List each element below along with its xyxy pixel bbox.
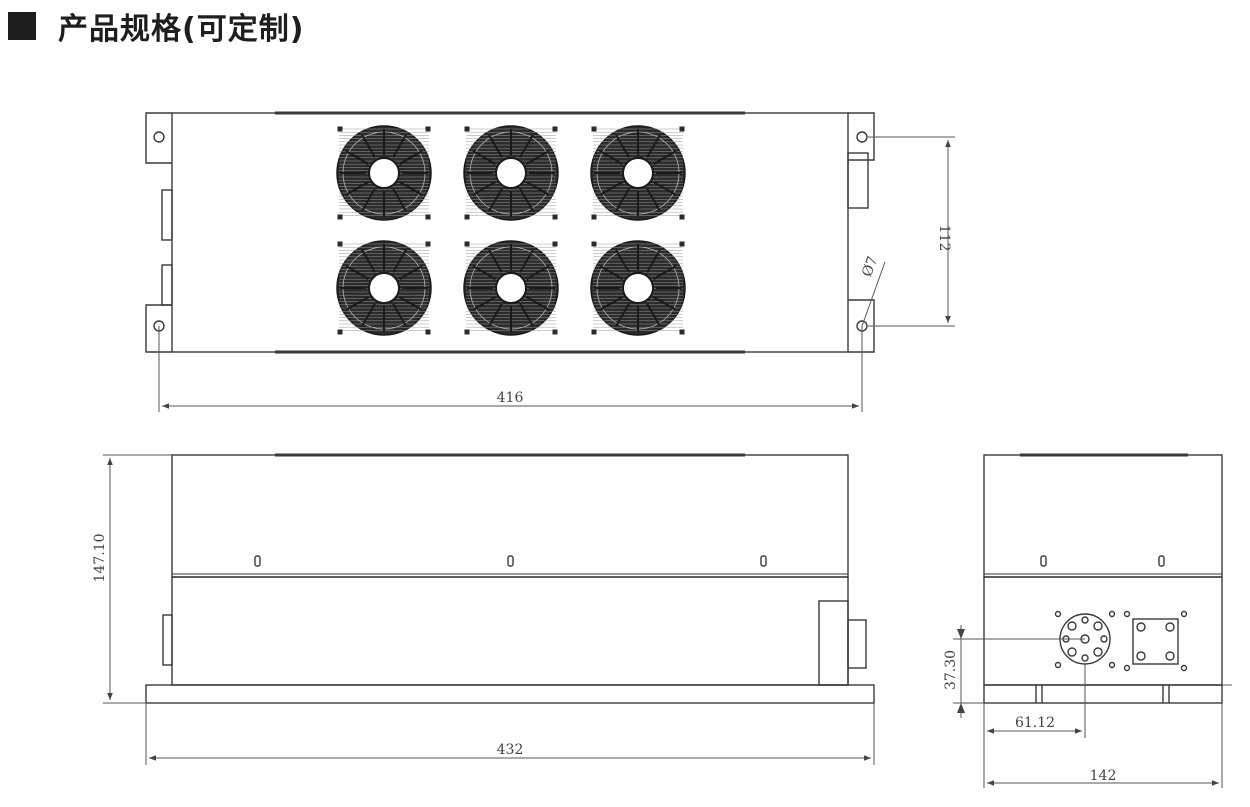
fan-screw-icon — [337, 126, 343, 132]
fan-screw-icon — [425, 329, 431, 335]
fan-screw-icon — [425, 126, 431, 132]
fan-screw-icon — [591, 214, 597, 220]
dim-label-432: 432 — [497, 742, 524, 758]
fan-screw-icon — [464, 241, 470, 247]
square-bullet-icon — [8, 12, 36, 40]
mount-hole-icon — [153, 131, 165, 143]
left-flange-top — [145, 112, 172, 164]
front-view-dimensions — [103, 454, 875, 765]
dim-label-142: 142 — [1090, 768, 1117, 784]
front-view-upper-body — [171, 454, 849, 578]
side-view-base-plate — [983, 684, 1223, 704]
fan-screw-icon — [591, 329, 597, 335]
front-right-connector — [818, 600, 849, 686]
section-header: 产品规格(可定制) — [8, 6, 305, 47]
front-view-lower-body — [171, 576, 849, 686]
screw-icon — [1158, 555, 1165, 567]
dim-label-112: 112 — [936, 225, 952, 252]
fan-screw-icon — [552, 241, 558, 247]
dim-label-147: 147.10 — [92, 534, 108, 583]
screw-icon — [1040, 555, 1047, 567]
right-connector — [847, 152, 869, 209]
fan-icon — [336, 125, 432, 221]
front-view-base-plate — [145, 684, 875, 704]
dim-label-61: 61.12 — [1015, 715, 1055, 731]
fan-icon — [590, 240, 686, 336]
side-view-dimensions — [953, 625, 1232, 788]
fan-screw-icon — [679, 126, 685, 132]
fan-icon — [463, 125, 559, 221]
fan-screw-icon — [425, 241, 431, 247]
side-view — [983, 453, 1223, 704]
side-view-upper-body — [983, 454, 1223, 578]
square-port-icon — [1132, 618, 1179, 665]
fan-screw-icon — [425, 214, 431, 220]
fan-array — [336, 125, 686, 336]
left-connector-2 — [161, 264, 173, 306]
front-left-connector — [162, 614, 173, 666]
fan-icon — [463, 240, 559, 336]
screw-icon — [760, 555, 767, 567]
dim-label-hole: Ø7 — [859, 254, 881, 279]
fan-screw-icon — [464, 126, 470, 132]
leader-hole — [861, 261, 886, 327]
front-right-plug — [847, 619, 867, 669]
fan-screw-icon — [679, 214, 685, 220]
left-connector-1 — [161, 189, 173, 241]
screw-icon — [507, 555, 514, 567]
fan-screw-icon — [679, 241, 685, 247]
fan-screw-icon — [591, 126, 597, 132]
fan-screw-icon — [552, 126, 558, 132]
fan-screw-icon — [552, 214, 558, 220]
dim-label-37: 37.30 — [943, 650, 959, 690]
screw-icon — [254, 555, 261, 567]
fan-screw-icon — [337, 329, 343, 335]
front-view — [145, 453, 875, 704]
fan-icon — [336, 240, 432, 336]
fan-icon — [590, 125, 686, 221]
fan-screw-icon — [679, 329, 685, 335]
fan-screw-icon — [337, 214, 343, 220]
section-title: 产品规格(可定制) — [58, 12, 305, 47]
mount-hole-icon — [856, 131, 868, 143]
fan-screw-icon — [552, 329, 558, 335]
fan-screw-icon — [337, 241, 343, 247]
fan-screw-icon — [591, 241, 597, 247]
fan-screw-icon — [464, 214, 470, 220]
top-view-dimensions — [158, 136, 955, 412]
dim-label-416: 416 — [497, 390, 524, 406]
fan-screw-icon — [464, 329, 470, 335]
